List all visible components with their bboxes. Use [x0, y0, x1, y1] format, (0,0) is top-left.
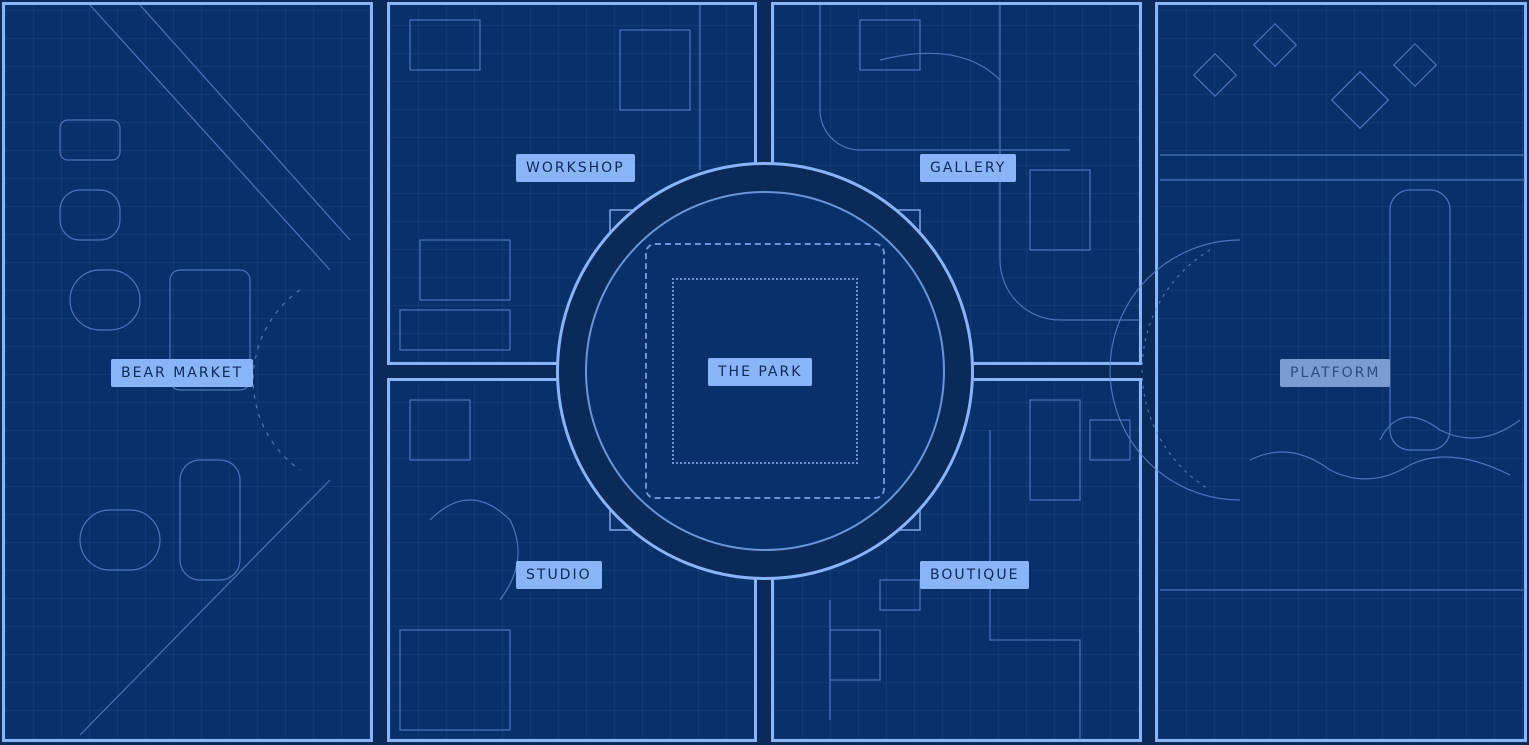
bear-market-label[interactable]: BEAR MARKET	[111, 359, 254, 387]
studio-label[interactable]: STUDIO	[516, 561, 602, 589]
park-path-outer	[645, 243, 885, 499]
boutique-label[interactable]: BOUTIQUE	[920, 561, 1030, 589]
workshop-label[interactable]: WORKSHOP	[516, 154, 635, 182]
gallery-label[interactable]: GALLERY	[920, 154, 1017, 182]
platform-label[interactable]: PLATFORM	[1280, 359, 1391, 387]
the-park-label[interactable]: THE PARK	[708, 358, 813, 386]
park-path-inner	[672, 278, 858, 464]
